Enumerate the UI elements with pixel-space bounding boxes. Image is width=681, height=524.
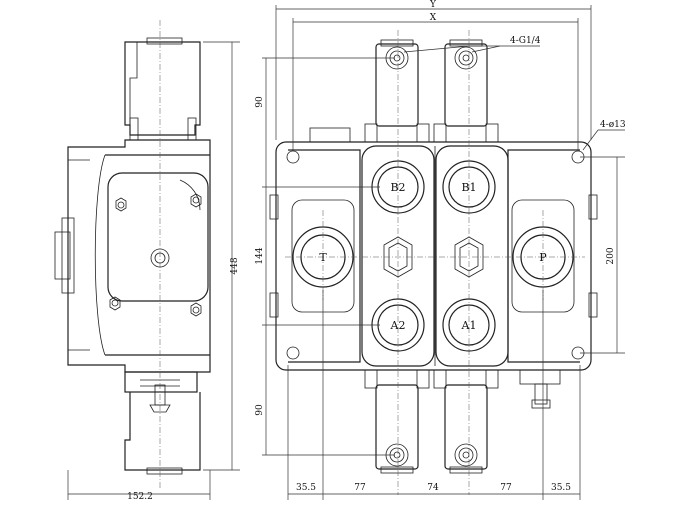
dim-bottom-35-5-left: 35.5 bbox=[296, 483, 316, 493]
dim-bottom-35-5-right: 35.5 bbox=[551, 483, 571, 493]
port-t-label: T bbox=[319, 251, 327, 264]
side-view bbox=[54, 20, 240, 500]
label-mount-holes: 4-ø13 bbox=[600, 120, 626, 130]
dim-bottom-74: 74 bbox=[427, 483, 439, 493]
label-ports-g: 4-G1/4 bbox=[510, 36, 541, 46]
dim-mid-144: 144 bbox=[255, 247, 265, 264]
port-b1-label: B1 bbox=[461, 181, 476, 194]
dim-bottom-90: 90 bbox=[255, 404, 265, 416]
label-overall-y: Y bbox=[429, 0, 437, 10]
dim-top-90: 90 bbox=[255, 96, 265, 108]
label-overall-x: X bbox=[430, 13, 437, 23]
front-view bbox=[262, 5, 625, 500]
port-b2-label: B2 bbox=[390, 181, 405, 194]
dim-bottom-77-right: 77 bbox=[500, 483, 512, 493]
dim-448: 448 bbox=[230, 257, 240, 274]
port-p-label: P bbox=[539, 251, 547, 264]
dim-right-200: 200 bbox=[606, 247, 616, 264]
dim-bottom-77-left: 77 bbox=[354, 483, 366, 493]
port-a2-label: A2 bbox=[390, 319, 406, 332]
dim-152-2: 152.2 bbox=[127, 492, 153, 502]
port-a1-label: A1 bbox=[461, 319, 477, 332]
